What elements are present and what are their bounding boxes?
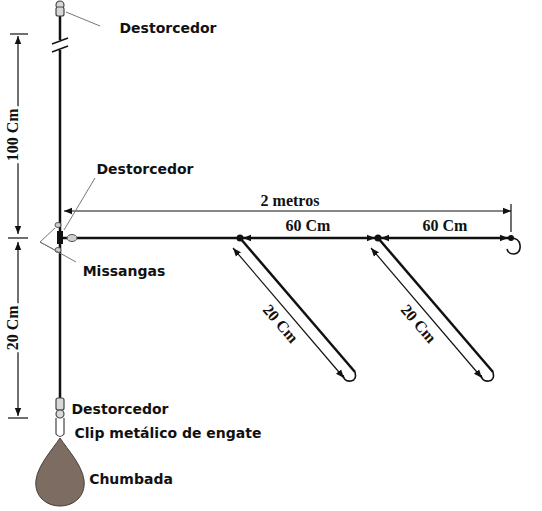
swivel-label: Destorcedor (94, 162, 195, 177)
dimension-label: 2 metros (259, 192, 322, 210)
dimension-label: 20 Cm (3, 304, 21, 353)
beads-label: Missangas (81, 264, 168, 279)
dimension-label: 100 Cm (3, 107, 21, 164)
swivel-label: Destorcedor (117, 21, 218, 36)
dimension-label: 20 Cm (257, 300, 302, 349)
swivel-label: Destorcedor (69, 402, 170, 417)
clip-label: Clip metálico de engate (73, 426, 264, 441)
dimension-label: 60 Cm (284, 217, 333, 235)
dimension-label: 20 Cm (395, 300, 440, 349)
sinker-label: Chumbada (87, 472, 175, 487)
dimension-label: 60 Cm (421, 217, 470, 235)
